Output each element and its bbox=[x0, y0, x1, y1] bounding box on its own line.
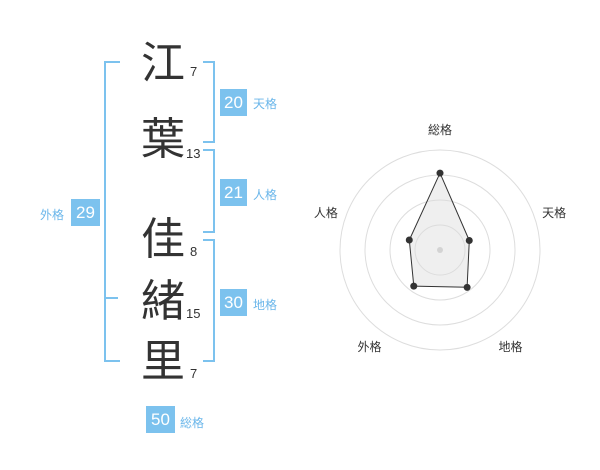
radar-axis-label: 地格 bbox=[499, 339, 523, 354]
radar-point bbox=[463, 283, 471, 291]
radar-ring bbox=[414, 224, 466, 276]
chikaku-bracket bbox=[203, 239, 215, 362]
radar-center bbox=[437, 247, 443, 253]
tenkaku-label: 天格 bbox=[253, 97, 278, 111]
stroke-count-3: 8 bbox=[190, 244, 198, 259]
tenkaku-value: 20 bbox=[220, 89, 247, 116]
gaikaku-label: 外格 bbox=[40, 208, 65, 222]
radar-axis-label: 外格 bbox=[357, 339, 381, 354]
radar-axis-label: 天格 bbox=[542, 205, 566, 220]
radar-point bbox=[436, 169, 444, 177]
name-char-3: 佳 bbox=[141, 214, 185, 265]
stroke-count-5: 7 bbox=[190, 366, 198, 381]
jinkaku-bracket bbox=[203, 149, 215, 233]
gaikaku-value: 29 bbox=[71, 199, 100, 226]
jinkaku-value: 21 bbox=[220, 179, 247, 206]
stroke-count-2: 13 bbox=[186, 146, 201, 161]
chikaku-value: 30 bbox=[220, 289, 247, 316]
radar-ring bbox=[339, 149, 541, 351]
gaikaku-bracket bbox=[104, 61, 120, 362]
radar-point bbox=[410, 282, 418, 290]
soukaku-value: 50 bbox=[146, 406, 175, 433]
jinkaku-label: 人格 bbox=[253, 188, 278, 202]
radar-point bbox=[405, 236, 413, 244]
radar-axis-label: 人格 bbox=[314, 205, 338, 220]
radar-chart: 総格天格地格 外格 人格 bbox=[300, 110, 600, 370]
radar-axis-label: 総格 bbox=[428, 122, 452, 137]
name-char-1: 江 bbox=[141, 38, 185, 89]
name-char-2: 葉 bbox=[141, 114, 185, 165]
tenkaku-bracket bbox=[203, 61, 215, 143]
chikaku-label: 地格 bbox=[253, 298, 278, 312]
radar-point bbox=[465, 236, 473, 244]
name-char-4: 緒 bbox=[141, 276, 185, 327]
radar-ring bbox=[389, 199, 491, 301]
soukaku-label: 総格 bbox=[180, 416, 205, 430]
name-char-5: 里 bbox=[141, 336, 185, 387]
stroke-count-1: 7 bbox=[190, 64, 198, 79]
gaikaku-bracket-mid-tick bbox=[104, 297, 118, 299]
stroke-count-4: 15 bbox=[186, 306, 201, 321]
radar-area bbox=[408, 171, 470, 288]
